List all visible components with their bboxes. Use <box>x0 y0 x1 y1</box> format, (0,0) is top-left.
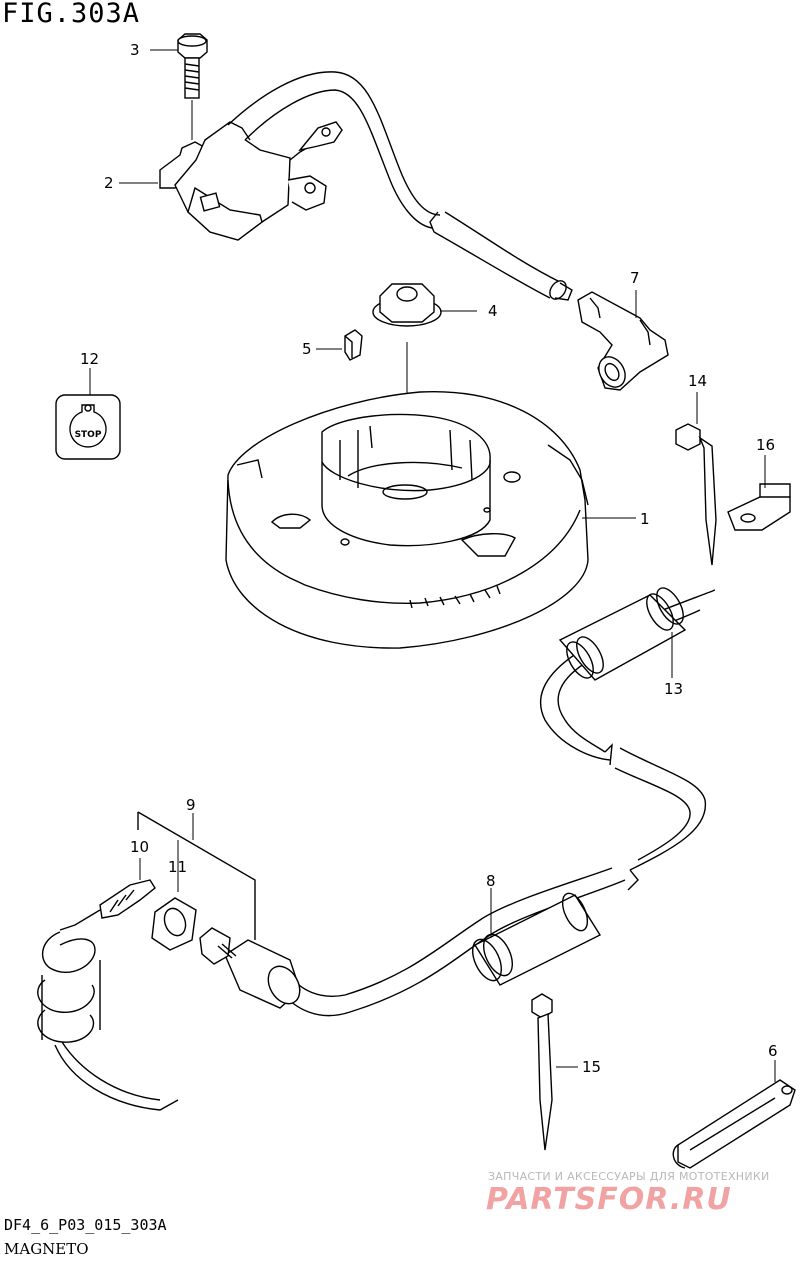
callout-3: 3 <box>130 41 140 59</box>
callout-13: 13 <box>664 680 683 698</box>
cable-tie-icon <box>531 993 578 1151</box>
figure-code: DF4_6_P03_015_303A <box>4 1216 167 1234</box>
callout-11: 11 <box>168 858 187 876</box>
coil-wire-icon <box>37 931 179 1111</box>
flywheel-icon <box>225 390 636 649</box>
callout-7: 7 <box>630 269 640 287</box>
spark-plug-cable-icon <box>227 71 573 301</box>
callout-1: 1 <box>640 510 650 528</box>
cable-clip-icon <box>675 392 717 566</box>
watermark-tagline: ЗАПЧАСТИ И АКСЕССУАРЫ ДЛЯ МОТОТЕХНИКИ <box>488 1170 770 1183</box>
callout-10: 10 <box>130 838 149 856</box>
bracket-icon <box>727 455 791 531</box>
flange-nut-icon <box>372 283 442 478</box>
callout-labels: 1 2 3 4 5 6 7 8 9 10 11 12 13 14 15 16 <box>80 41 778 1076</box>
stop-decal-icon: STOP <box>55 394 121 460</box>
stop-switch-icon <box>137 811 301 1009</box>
ignition-coil-icon <box>159 121 343 241</box>
callout-leaders <box>89 49 637 840</box>
callout-6: 6 <box>768 1042 778 1060</box>
callout-15: 15 <box>582 1058 601 1076</box>
watermark-logo: PARTSFOR.RU <box>486 1182 732 1217</box>
callout-16: 16 <box>756 436 775 454</box>
cable-strap-icon <box>672 1060 796 1169</box>
figure-title: FIG.303A <box>2 0 141 29</box>
spark-plug-cap-icon <box>577 291 669 391</box>
section-name: MAGNETO <box>4 1240 89 1258</box>
stop-decal-label: STOP <box>75 430 102 440</box>
callout-9: 9 <box>186 796 196 814</box>
stop-cable-icon <box>279 587 716 1017</box>
callout-8: 8 <box>486 872 496 890</box>
callout-5: 5 <box>302 340 312 358</box>
callout-14: 14 <box>688 372 707 390</box>
callout-12: 12 <box>80 350 99 368</box>
terminal-clip-icon <box>59 858 156 931</box>
callout-4: 4 <box>488 302 498 320</box>
woodruff-key-icon <box>344 329 363 361</box>
bolt-icon <box>177 33 208 140</box>
callout-2: 2 <box>104 174 114 192</box>
